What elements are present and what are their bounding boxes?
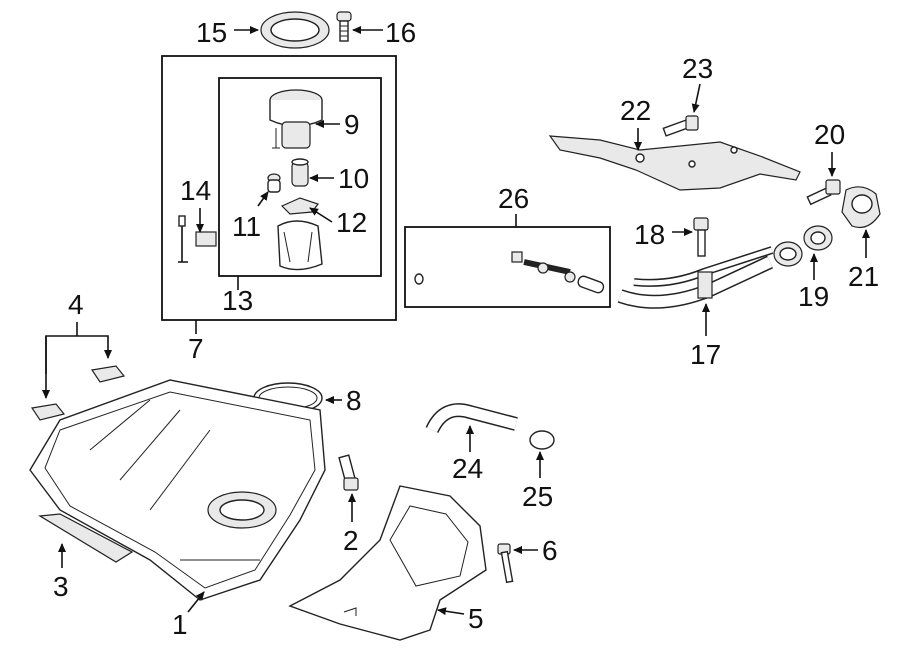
- callout-12: 12: [336, 207, 367, 238]
- part-15-lock-ring: [260, 11, 330, 49]
- callout-5: 5: [468, 603, 484, 634]
- assembly-box-7: [161, 55, 397, 321]
- callout-15: 15: [196, 17, 227, 48]
- callout-labels: 15 16 9 10 11 12 14 13 7 4 8 2 3 1 5 6 2…: [53, 17, 879, 640]
- callout-17: 17: [690, 339, 721, 370]
- callout-3: 3: [53, 571, 69, 602]
- part-22-filler-bracket: [548, 135, 801, 191]
- callout-13: 13: [222, 285, 253, 316]
- part-12-bracket: [280, 197, 319, 215]
- callout-24: 24: [452, 453, 483, 484]
- part-25-clamp: [529, 430, 555, 450]
- part-10-filter: [291, 158, 309, 187]
- callout-9: 9: [344, 109, 360, 140]
- callout-11: 11: [232, 211, 261, 242]
- part-5-heat-shield: [288, 485, 487, 641]
- part-24-hose: [425, 403, 518, 434]
- callout-18: 18: [634, 219, 665, 250]
- part-14-level-sender: [178, 215, 217, 263]
- part-20-bolt: [806, 179, 841, 206]
- part-3-strap: [38, 513, 134, 563]
- callout-4: 4: [68, 289, 84, 320]
- callout-21: 21: [848, 261, 879, 292]
- assembly-box-13: [218, 77, 382, 277]
- callout-2: 2: [343, 525, 359, 556]
- callout-20: 20: [814, 119, 845, 150]
- part-17-filler-pipe: [617, 241, 803, 309]
- callout-19: 19: [798, 281, 829, 312]
- callout-7: 7: [188, 333, 204, 364]
- callout-25: 25: [522, 481, 553, 512]
- part-16-screw: [336, 11, 352, 42]
- part-9-pump-module: [269, 89, 323, 149]
- part-23-bolt: [662, 115, 699, 137]
- callout-26: 26: [498, 183, 529, 214]
- callout-8: 8: [346, 385, 362, 416]
- part-18-bolt: [693, 217, 709, 257]
- part-6-bolt: [497, 543, 514, 584]
- assembly-box-26: [404, 226, 611, 308]
- part-2-bolt: [338, 454, 359, 491]
- part-11-regulator: [267, 173, 281, 193]
- callout-10: 10: [338, 163, 369, 194]
- callout-14: 14: [180, 175, 211, 206]
- callout-23: 23: [682, 53, 713, 84]
- part-1-fuel-tank: [29, 379, 326, 601]
- callout-6: 6: [542, 535, 558, 566]
- part-4-pads: [30, 365, 126, 421]
- callout-16: 16: [385, 17, 416, 48]
- pump-canister: [277, 220, 323, 271]
- part-21-filler-housing: [841, 186, 881, 229]
- leader-lines: [42, 26, 870, 616]
- part-26-hose-kit: [414, 241, 605, 294]
- callout-22: 22: [620, 95, 651, 126]
- part-19-gasket: [803, 225, 833, 251]
- callout-1: 1: [172, 609, 188, 640]
